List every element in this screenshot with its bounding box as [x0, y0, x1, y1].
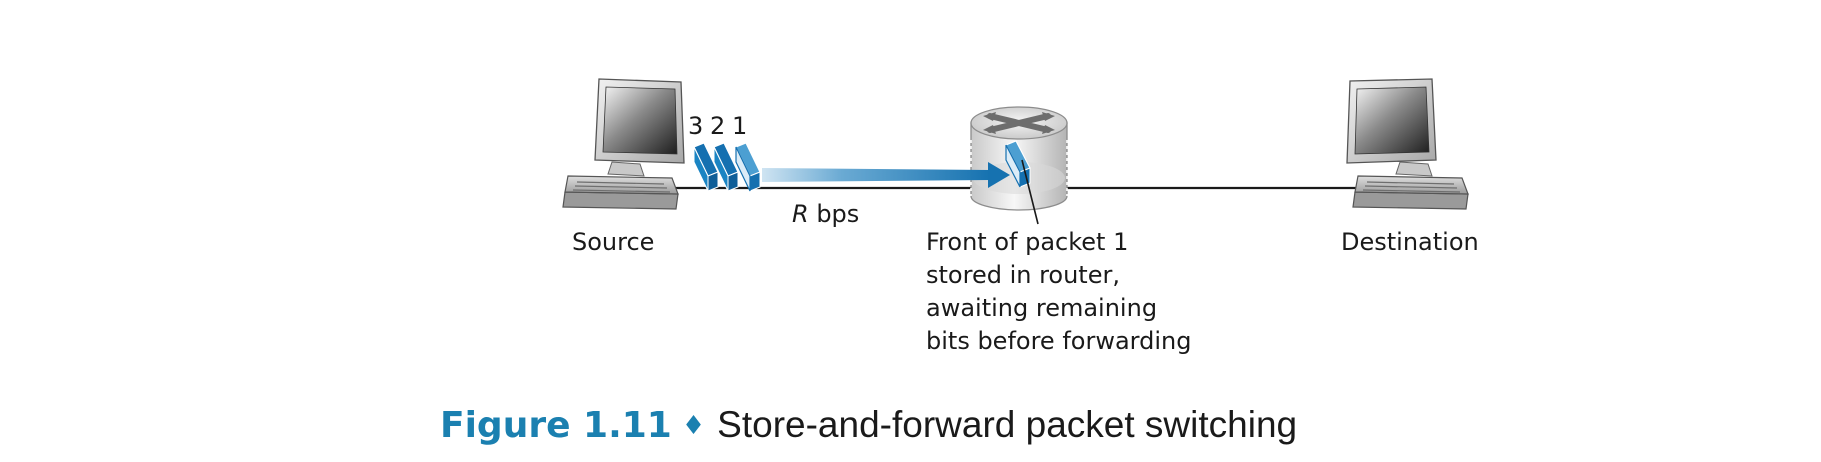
router-caption-line-1: Front of packet 1 — [926, 228, 1129, 256]
router-caption-line-4: bits before forwarding — [926, 327, 1192, 355]
router-caption-line-3: awaiting remaining — [926, 294, 1158, 322]
destination-computer-icon — [1346, 78, 1469, 210]
packet-number-2: 2 — [710, 112, 726, 140]
source-computer-icon — [562, 78, 685, 210]
source-label: Source — [572, 228, 655, 256]
router-caption-pointer — [1021, 159, 1039, 225]
figure-number: Figure 1.11 — [440, 405, 672, 446]
link-transmission-arrow — [762, 162, 1010, 188]
packet-1 — [735, 142, 761, 192]
packet-2 — [713, 142, 739, 192]
destination-label: Destination — [1341, 228, 1479, 256]
router-caption-line-2: stored in router, — [926, 261, 1120, 289]
packet-number-3: 3 — [688, 112, 704, 140]
packet-3 — [693, 142, 719, 192]
link-rate-variable: R — [792, 200, 809, 228]
figure-title: Store-and-forward packet switching — [717, 404, 1298, 445]
link-rate-label: R bps — [792, 198, 859, 231]
link-rate-unit: bps — [808, 200, 860, 228]
caption-separator: ♦ — [681, 411, 706, 441]
figure-caption: Figure 1.11 ♦ Store-and-forward packet swi… — [440, 403, 1297, 451]
router-caption: Front of packet 1 stored in router, awai… — [926, 226, 1191, 358]
packet-1-front-in-router — [1005, 140, 1031, 188]
packet-number-1: 1 — [732, 112, 748, 140]
